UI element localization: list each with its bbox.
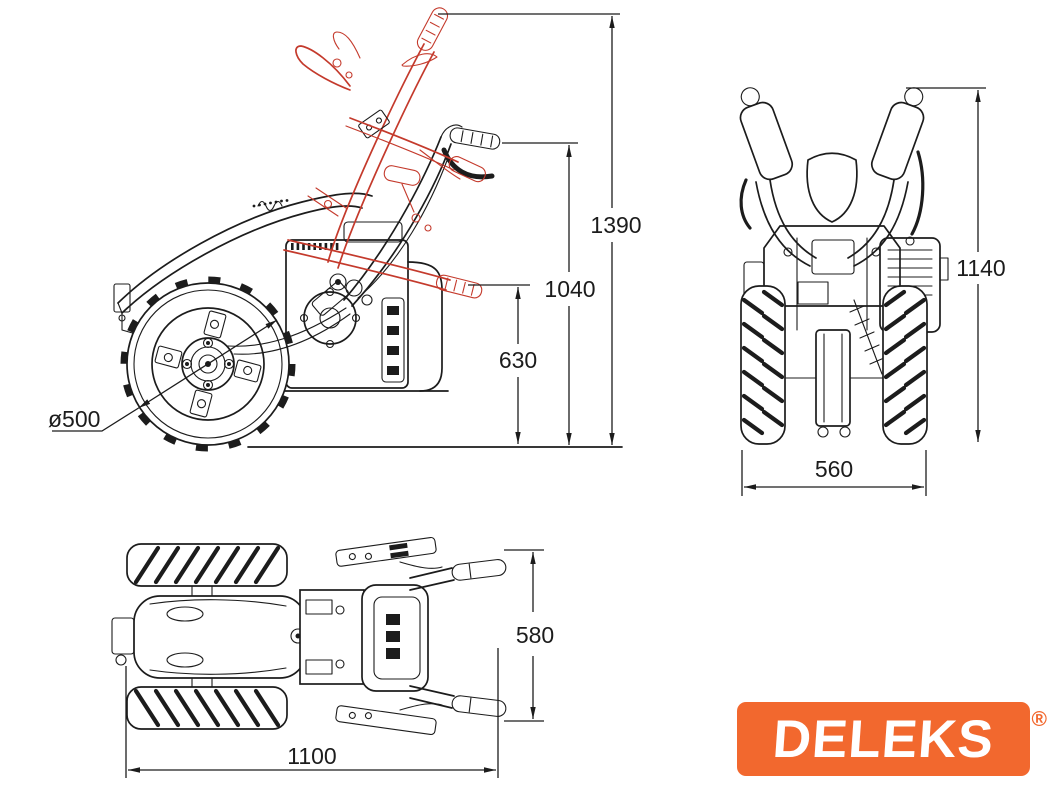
deleks-logo-text: DELEKS bbox=[770, 709, 997, 769]
dim-label-height-high: 1390 bbox=[590, 212, 641, 238]
handlebar-high-red bbox=[295, 7, 486, 269]
dim-rear-height: 1140 bbox=[906, 87, 1006, 442]
registered-trademark-icon: ® bbox=[1031, 708, 1047, 731]
top-view: 580 1100 bbox=[111, 536, 554, 778]
rear-body bbox=[743, 225, 949, 438]
dim-label-track-width: 560 bbox=[815, 456, 853, 482]
dim-label-wheel-diameter: ø500 bbox=[48, 406, 100, 432]
dim-label-height-low: 630 bbox=[499, 347, 537, 373]
deleks-logo: DELEKS ® bbox=[737, 702, 1047, 776]
deleks-logo-box: DELEKS bbox=[737, 702, 1030, 776]
dim-label-top-length: 1100 bbox=[287, 743, 336, 769]
top-tires bbox=[126, 543, 288, 730]
dim-label-top-width: 580 bbox=[516, 622, 554, 648]
side-view: ø500 1390 1040 630 bbox=[48, 7, 642, 452]
rear-view: 1140 560 bbox=[739, 87, 1006, 496]
rear-tires bbox=[740, 285, 928, 445]
dim-top-width: 580 bbox=[504, 549, 554, 722]
top-body bbox=[111, 584, 429, 692]
handlebar-low-red bbox=[257, 165, 483, 299]
dim-label-rear-height: 1140 bbox=[956, 255, 1005, 281]
dim-side-heights: 1390 1040 630 bbox=[438, 13, 642, 445]
dim-label-height-mid: 1040 bbox=[544, 276, 595, 302]
rear-handlebar bbox=[739, 87, 925, 267]
top-handlebars bbox=[335, 536, 507, 736]
dim-track-width: 560 bbox=[741, 450, 927, 496]
dim-top-length: 1100 bbox=[125, 648, 499, 778]
dim-wheel-diameter: ø500 bbox=[48, 319, 278, 432]
